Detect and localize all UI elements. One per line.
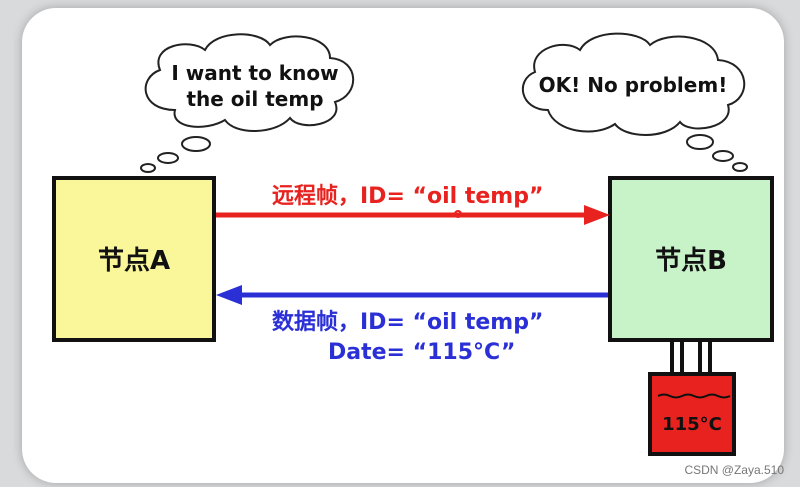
- response-arrow-label-line1: 数据帧，ID= “oil temp”: [272, 310, 544, 335]
- thought-bubble-right: [521, 32, 748, 172]
- bubble-left-text: I want to know the oil temp: [160, 60, 350, 112]
- request-arrow-label: 远程帧，ID= “oil temp”: [272, 184, 544, 209]
- bubble-left-line2: the oil temp: [186, 87, 324, 111]
- sensor-reading: 115°C: [662, 414, 722, 435]
- node-b-label: 节点B: [655, 246, 727, 276]
- response-arrow-label-line2: Date= “115°C”: [328, 340, 516, 365]
- watermark: CSDN @Zaya.510: [684, 463, 784, 477]
- node-a-label: 节点A: [97, 246, 171, 276]
- bubble-right-text: OK! No problem!: [538, 73, 728, 97]
- thought-bubble-left: [140, 33, 355, 173]
- bubble-left-line1: I want to know: [171, 61, 339, 85]
- node-a-box: [52, 176, 216, 342]
- cursor-dot: [454, 210, 462, 218]
- request-arrow: [216, 205, 610, 225]
- response-arrow: [216, 285, 608, 305]
- node-b-box: [608, 176, 774, 342]
- oil-sensor: [648, 338, 736, 456]
